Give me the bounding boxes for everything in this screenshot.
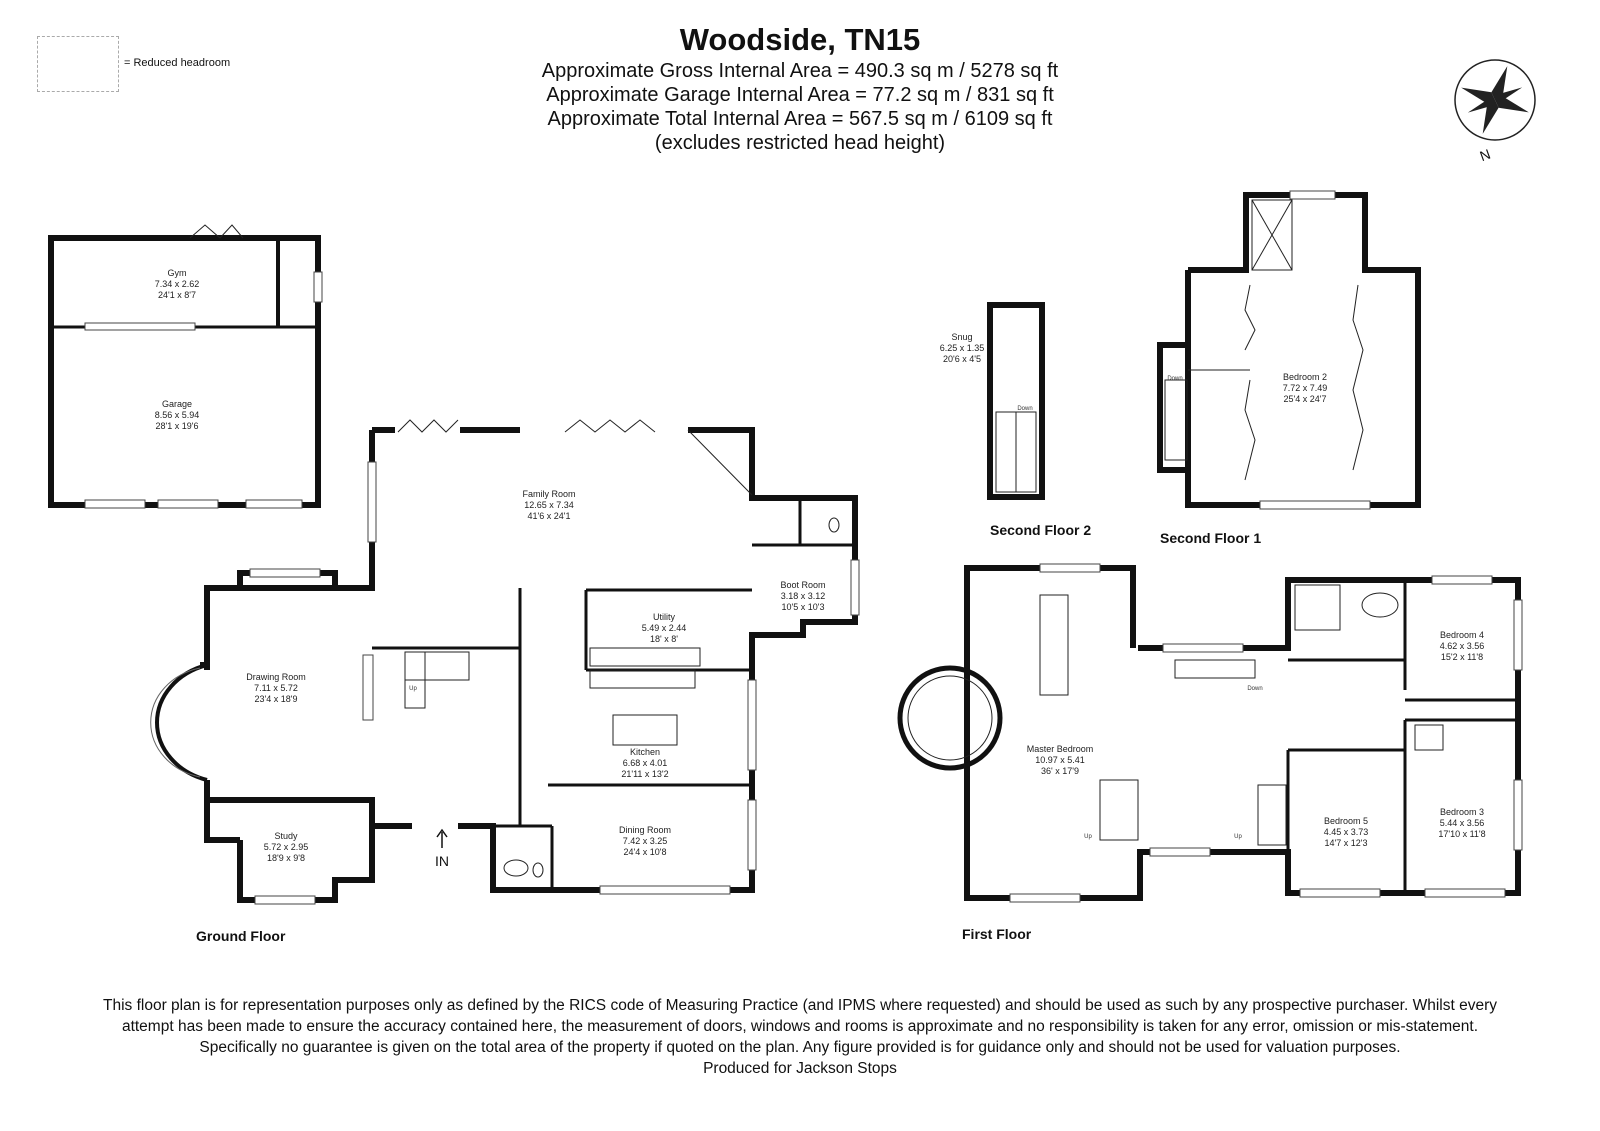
area-note: (excludes restricted head height) [654,132,946,154]
drawing-room-metric: 7.11 x 5.72 [254,683,298,693]
disclaimer-text: This floor plan is for representation pu… [102,997,1498,1056]
study-metric: 5.72 x 2.95 [264,842,309,852]
second-floor-1-plan: Bedroom 2 7.72 x 7.49 25'4 x 24'7 Down [1157,190,1421,510]
dining-room-label: Dining Room [619,825,671,835]
boot-room-imperial: 10'5 x 10'3 [782,602,825,612]
compass-icon: N [1454,59,1536,164]
kitchen-metric: 6.68 x 4.01 [623,758,668,768]
master-bedroom-imperial: 36' x 17'9 [1041,766,1079,776]
snug-stairs-down-label: Down [1017,406,1032,412]
second-floor-2-label: Second Floor 2 [990,522,1092,538]
family-room-metric: 12.65 x 7.34 [524,500,574,510]
gym-label: Gym [168,268,187,278]
boot-room-label: Boot Room [780,580,825,590]
garage-imperial: 28'1 x 19'6 [156,421,199,431]
study-imperial: 18'9 x 9'8 [267,853,305,863]
garage-label: Garage [162,399,192,409]
dining-room-imperial: 24'4 x 10'8 [624,847,667,857]
first-floor-stairs-down-label: Down [1247,686,1262,692]
drawing-room-imperial: 23'4 x 18'9 [255,694,298,704]
main-house-walls [200,430,375,668]
entrance-label: IN [435,853,449,869]
master-bedroom-label: Master Bedroom [1027,744,1094,754]
snug-metric: 6.25 x 1.35 [940,343,985,353]
bedroom-3-label: Bedroom 3 [1440,807,1484,817]
bedroom-5-label: Bedroom 5 [1324,816,1368,826]
family-room-label: Family Room [522,489,575,499]
kitchen-label: Kitchen [630,747,660,757]
producer-credit: Produced for Jackson Stops [703,1060,897,1077]
bedroom-5-metric: 4.45 x 3.73 [1324,827,1369,837]
second-floor-2-plan: Snug 6.25 x 1.35 20'6 x 4'5 Down [940,302,1045,500]
master-stairs-up-label: Up [1084,834,1092,840]
bedroom-3-imperial: 17'10 x 11'8 [1438,829,1485,839]
reduced-headroom-label: = Reduced headroom [124,57,231,69]
gym-metric: 7.34 x 2.62 [155,279,200,289]
bedroom-2-imperial: 25'4 x 24'7 [1284,394,1327,404]
bedroom-2-label: Bedroom 2 [1283,372,1327,382]
plan-title: Woodside, TN15 [679,22,921,57]
bedroom-4-label: Bedroom 4 [1440,630,1484,640]
utility-metric: 5.49 x 2.44 [642,623,687,633]
bedroom-5-imperial: 14'7 x 12'3 [1325,838,1368,848]
ground-floor-plan: IN Gym 7.34 x 2.62 24'1 x 8'7 Garage 8.5… [48,224,860,905]
utility-label: Utility [653,612,675,622]
snug-imperial: 20'6 x 4'5 [943,354,981,364]
dining-room-metric: 7.42 x 3.25 [623,836,668,846]
boot-room-metric: 3.18 x 3.12 [781,591,826,601]
drawing-room-bay [154,663,208,782]
turret-room [897,665,1003,771]
gross-area: Approximate Gross Internal Area = 490.3 … [541,60,1059,82]
kitchen-imperial: 21'11 x 13'2 [621,769,668,779]
compass-north-label: N [1478,146,1493,164]
drawing-room-label: Drawing Room [246,672,306,682]
snug-label: Snug [951,332,972,342]
ground-floor-label: Ground Floor [196,928,286,944]
first-floor-plan: Master Bedroom 10.97 x 5.41 36' x 17'9 B… [897,563,1523,903]
utility-imperial: 18' x 8' [650,634,678,644]
second-floor-stairs-down-label: Down [1167,376,1182,382]
master-bedroom-metric: 10.97 x 5.41 [1035,755,1085,765]
total-area: Approximate Total Internal Area = 567.5 … [547,108,1053,130]
study-label: Study [274,831,298,841]
gym-imperial: 24'1 x 8'7 [158,290,196,300]
ground-stairs-up-label: Up [409,686,417,692]
bedroom-2-metric: 7.72 x 7.49 [1283,383,1328,393]
first-floor-label: First Floor [962,926,1032,942]
bedroom-3-metric: 5.44 x 3.56 [1440,818,1485,828]
garage-area: Approximate Garage Internal Area = 77.2 … [546,84,1054,106]
bedroom-4-metric: 4.62 x 3.56 [1440,641,1485,651]
garage-metric: 8.56 x 5.94 [155,410,200,420]
reduced-headroom-swatch [37,36,119,92]
second-floor-1-label: Second Floor 1 [1160,530,1262,546]
disclaimer: This floor plan is for representation pu… [100,995,1500,1079]
bedroom-4-imperial: 15'2 x 11'8 [1441,652,1483,662]
family-room-imperial: 41'6 x 24'1 [528,511,571,521]
first-floor-stairs-up-label: Up [1234,834,1242,840]
